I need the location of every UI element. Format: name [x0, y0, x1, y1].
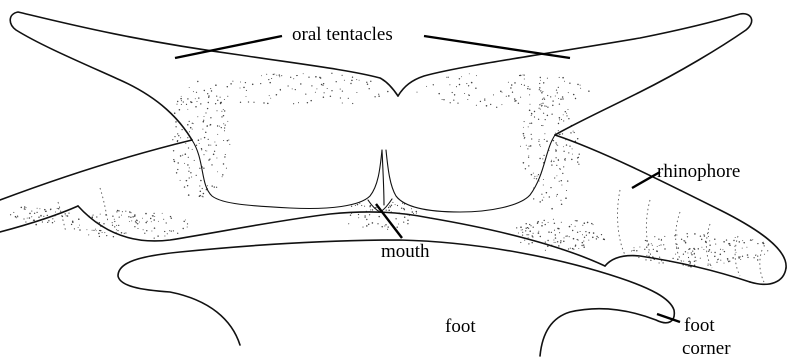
left-rhinophore-lower — [0, 206, 78, 232]
label-foot-corner-line1: foot — [684, 315, 715, 336]
rhinophore-ring — [618, 190, 625, 255]
rhinophore-ring — [100, 188, 108, 222]
rhinophore-ring — [760, 250, 764, 282]
rhinophore-ring — [646, 200, 652, 258]
label-oral-tentacles: oral tentacles — [292, 24, 393, 45]
head-lower-edge — [78, 206, 605, 266]
mouth-groove — [382, 150, 384, 205]
label-foot: foot — [445, 316, 476, 337]
leader-mouth — [376, 204, 402, 238]
leader-foot-corner — [657, 314, 680, 322]
right-rhinophore-upper — [555, 135, 786, 268]
left-body-contour — [0, 140, 192, 200]
right-oral-tentacle — [398, 14, 752, 135]
label-foot-corner-line2: corner — [682, 338, 731, 359]
right-rhinophore-tip — [750, 268, 786, 284]
leader-oral-tentacles-right — [424, 36, 570, 58]
right-head-lobe — [386, 135, 555, 212]
stipple-shading — [10, 73, 768, 268]
label-rhinophore: rhinophore — [657, 161, 740, 182]
rhinophore-ring — [676, 212, 682, 262]
label-mouth: mouth — [381, 241, 430, 262]
rhinophore-ring — [706, 224, 712, 268]
left-head-lobe — [192, 140, 382, 209]
